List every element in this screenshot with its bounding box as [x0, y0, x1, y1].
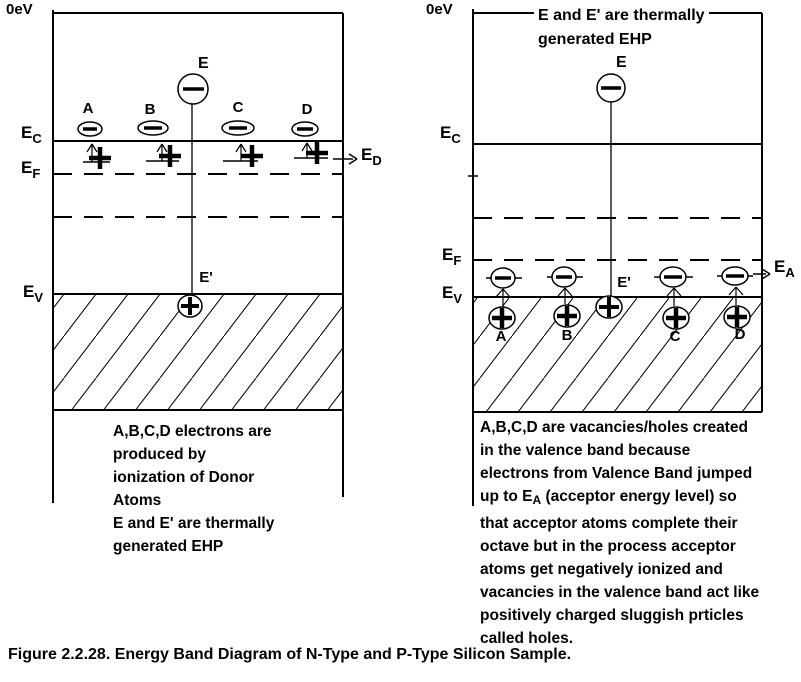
ptype-header-note: E and E' are thermally generated EHP: [534, 4, 709, 52]
up-arrow-icon: [306, 142, 313, 152]
up-arrow-icon: [161, 143, 168, 153]
up-arrow-icon: [240, 143, 247, 153]
ntype-note: A,B,C,D electrons are produced by ionizati…: [113, 420, 274, 558]
up-arrow-icon: [235, 143, 242, 153]
ptype-header-line1: E and E' are thermally: [538, 7, 705, 24]
note-line: produced by: [113, 446, 207, 463]
ntype-ed-label: ED: [361, 145, 382, 168]
ptype-ehp-pair: [595, 73, 626, 319]
note-line: A,B,C,D electrons are: [113, 423, 272, 440]
ntype-ehp-hole-label: E': [199, 269, 213, 286]
up-arrow-icon: [735, 286, 744, 296]
up-arrow-icon: [673, 287, 682, 297]
ptype-ev-label: EV: [442, 283, 463, 306]
note-line: ionization of Donor: [113, 469, 255, 486]
ptype-hole-label-D: D: [734, 326, 746, 343]
ptype-hole-label-A: A: [495, 328, 507, 345]
ptype-acceptor-sites: [486, 266, 753, 330]
ntype-ehp-electron-label: E: [198, 55, 209, 72]
up-arrow-icon: [728, 286, 737, 296]
up-arrow-icon: [86, 143, 93, 153]
note-line: that acceptor atoms complete their: [480, 515, 738, 532]
note-line: A,B,C,D are vacancies/holes created: [480, 419, 748, 436]
ptype-hole-label-B: B: [561, 327, 573, 344]
up-arrow-icon: [91, 143, 98, 153]
ntype-ehp-pair: [177, 73, 209, 318]
note-line: Atoms: [113, 492, 162, 509]
ptype-ea-pointer: [753, 268, 771, 280]
up-arrow-icon: [301, 142, 308, 152]
note-line: electrons from Valence Band jumped: [480, 465, 753, 482]
note-line: generated EHP: [113, 538, 224, 555]
ptype-ehp-electron-label: E: [616, 54, 627, 71]
ntype-electron-label-C: C: [232, 99, 244, 116]
up-arrow-icon: [502, 288, 511, 298]
note-line: up to EA (acceptor energy level) so: [480, 488, 737, 507]
ntype-ev-label: EV: [23, 282, 44, 305]
ntype-origin-label: 0eV: [6, 1, 33, 18]
ptype-ehp-hole-label: E': [617, 274, 631, 291]
note-line: octave but in the process acceptor: [480, 538, 736, 555]
ptype-header-line2: generated EHP: [538, 31, 652, 48]
up-arrow-icon: [564, 287, 573, 297]
note-line: positively charged sluggish prticles: [480, 607, 744, 624]
ptype-ef-label: EF: [442, 245, 462, 268]
note-line: in the valence band because: [480, 442, 691, 459]
ntype-electron-label-D: D: [301, 101, 313, 118]
right-arrow-icon: [348, 158, 358, 165]
ptype-note: A,B,C,D are vacancies/holes created in th…: [480, 416, 759, 650]
ntype-ed-pointer: [333, 153, 358, 165]
ptype-hole-label-C: C: [669, 328, 681, 345]
ptype-origin-label: 0eV: [426, 1, 453, 18]
figure-caption: Figure 2.2.28. Energy Band Diagram of N-…: [8, 646, 572, 663]
right-arrow-icon: [348, 153, 358, 160]
note-line: E and E' are thermally: [113, 515, 275, 532]
ntype-donor-sites: [83, 142, 328, 169]
ntype-electron-label-A: A: [82, 100, 94, 117]
right-arrow-icon: [761, 268, 771, 275]
ptype-ea-label: EA: [774, 257, 795, 280]
ntype-conduction-electrons: [77, 120, 319, 137]
up-arrow-icon: [156, 143, 163, 153]
note-line: vacancies in the valence band act like: [480, 584, 760, 601]
note-line: atoms get negatively ionized and: [480, 561, 723, 578]
ptype-band-box: [468, 9, 763, 506]
right-arrow-icon: [761, 273, 771, 280]
ptype-ec-label: EC: [440, 123, 461, 146]
up-arrow-icon: [557, 287, 566, 297]
up-arrow-icon: [495, 288, 504, 298]
ntype-ef-label: EF: [21, 158, 41, 181]
note-line: called holes.: [480, 630, 574, 647]
ntype-ec-label: EC: [21, 123, 42, 146]
up-arrow-icon: [666, 287, 675, 297]
ntype-electron-label-B: B: [144, 101, 156, 118]
